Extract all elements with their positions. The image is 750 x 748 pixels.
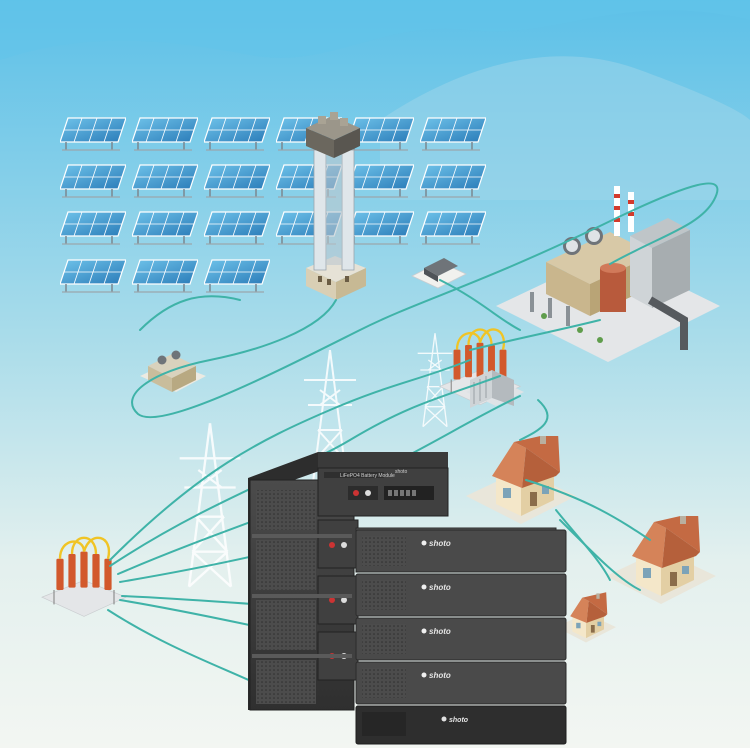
rack-module [317,519,359,569]
rack-module: LiFePO4 Battery Module shoto [317,467,449,517]
svg-text:shoto: shoto [449,717,469,724]
leaf-icon [421,540,427,546]
svg-text:LiFePO4 Battery Module: LiFePO4 Battery Module [340,473,395,479]
svg-text:shoto: shoto [429,627,451,636]
battery-module: shoto [355,527,567,573]
battery-module: shoto [355,573,567,617]
leaf-icon [441,716,447,722]
hill-silhouette [380,56,750,200]
battery-module: shoto [355,617,567,661]
utility-building [140,350,206,392]
battery-base-module: shoto [355,705,567,745]
svg-text:shoto: shoto [429,539,451,548]
battery-module: shoto [355,661,567,705]
svg-text:shoto: shoto [429,671,451,680]
inverter-box [411,258,467,289]
solar-tower [306,112,366,300]
leaf-icon [421,584,427,590]
svg-text:shoto: shoto [395,469,407,475]
leaf-icon [421,628,427,634]
leaf-icon [421,672,427,678]
battery-stack: shoto shoto shoto shoto shoto [355,527,567,745]
battery-rack: LiFePO4 Battery Module shoto [248,452,449,711]
rack-module [317,575,359,625]
substation [438,328,524,408]
mountain-silhouette [0,0,750,60]
svg-text:shoto: shoto [429,583,451,592]
